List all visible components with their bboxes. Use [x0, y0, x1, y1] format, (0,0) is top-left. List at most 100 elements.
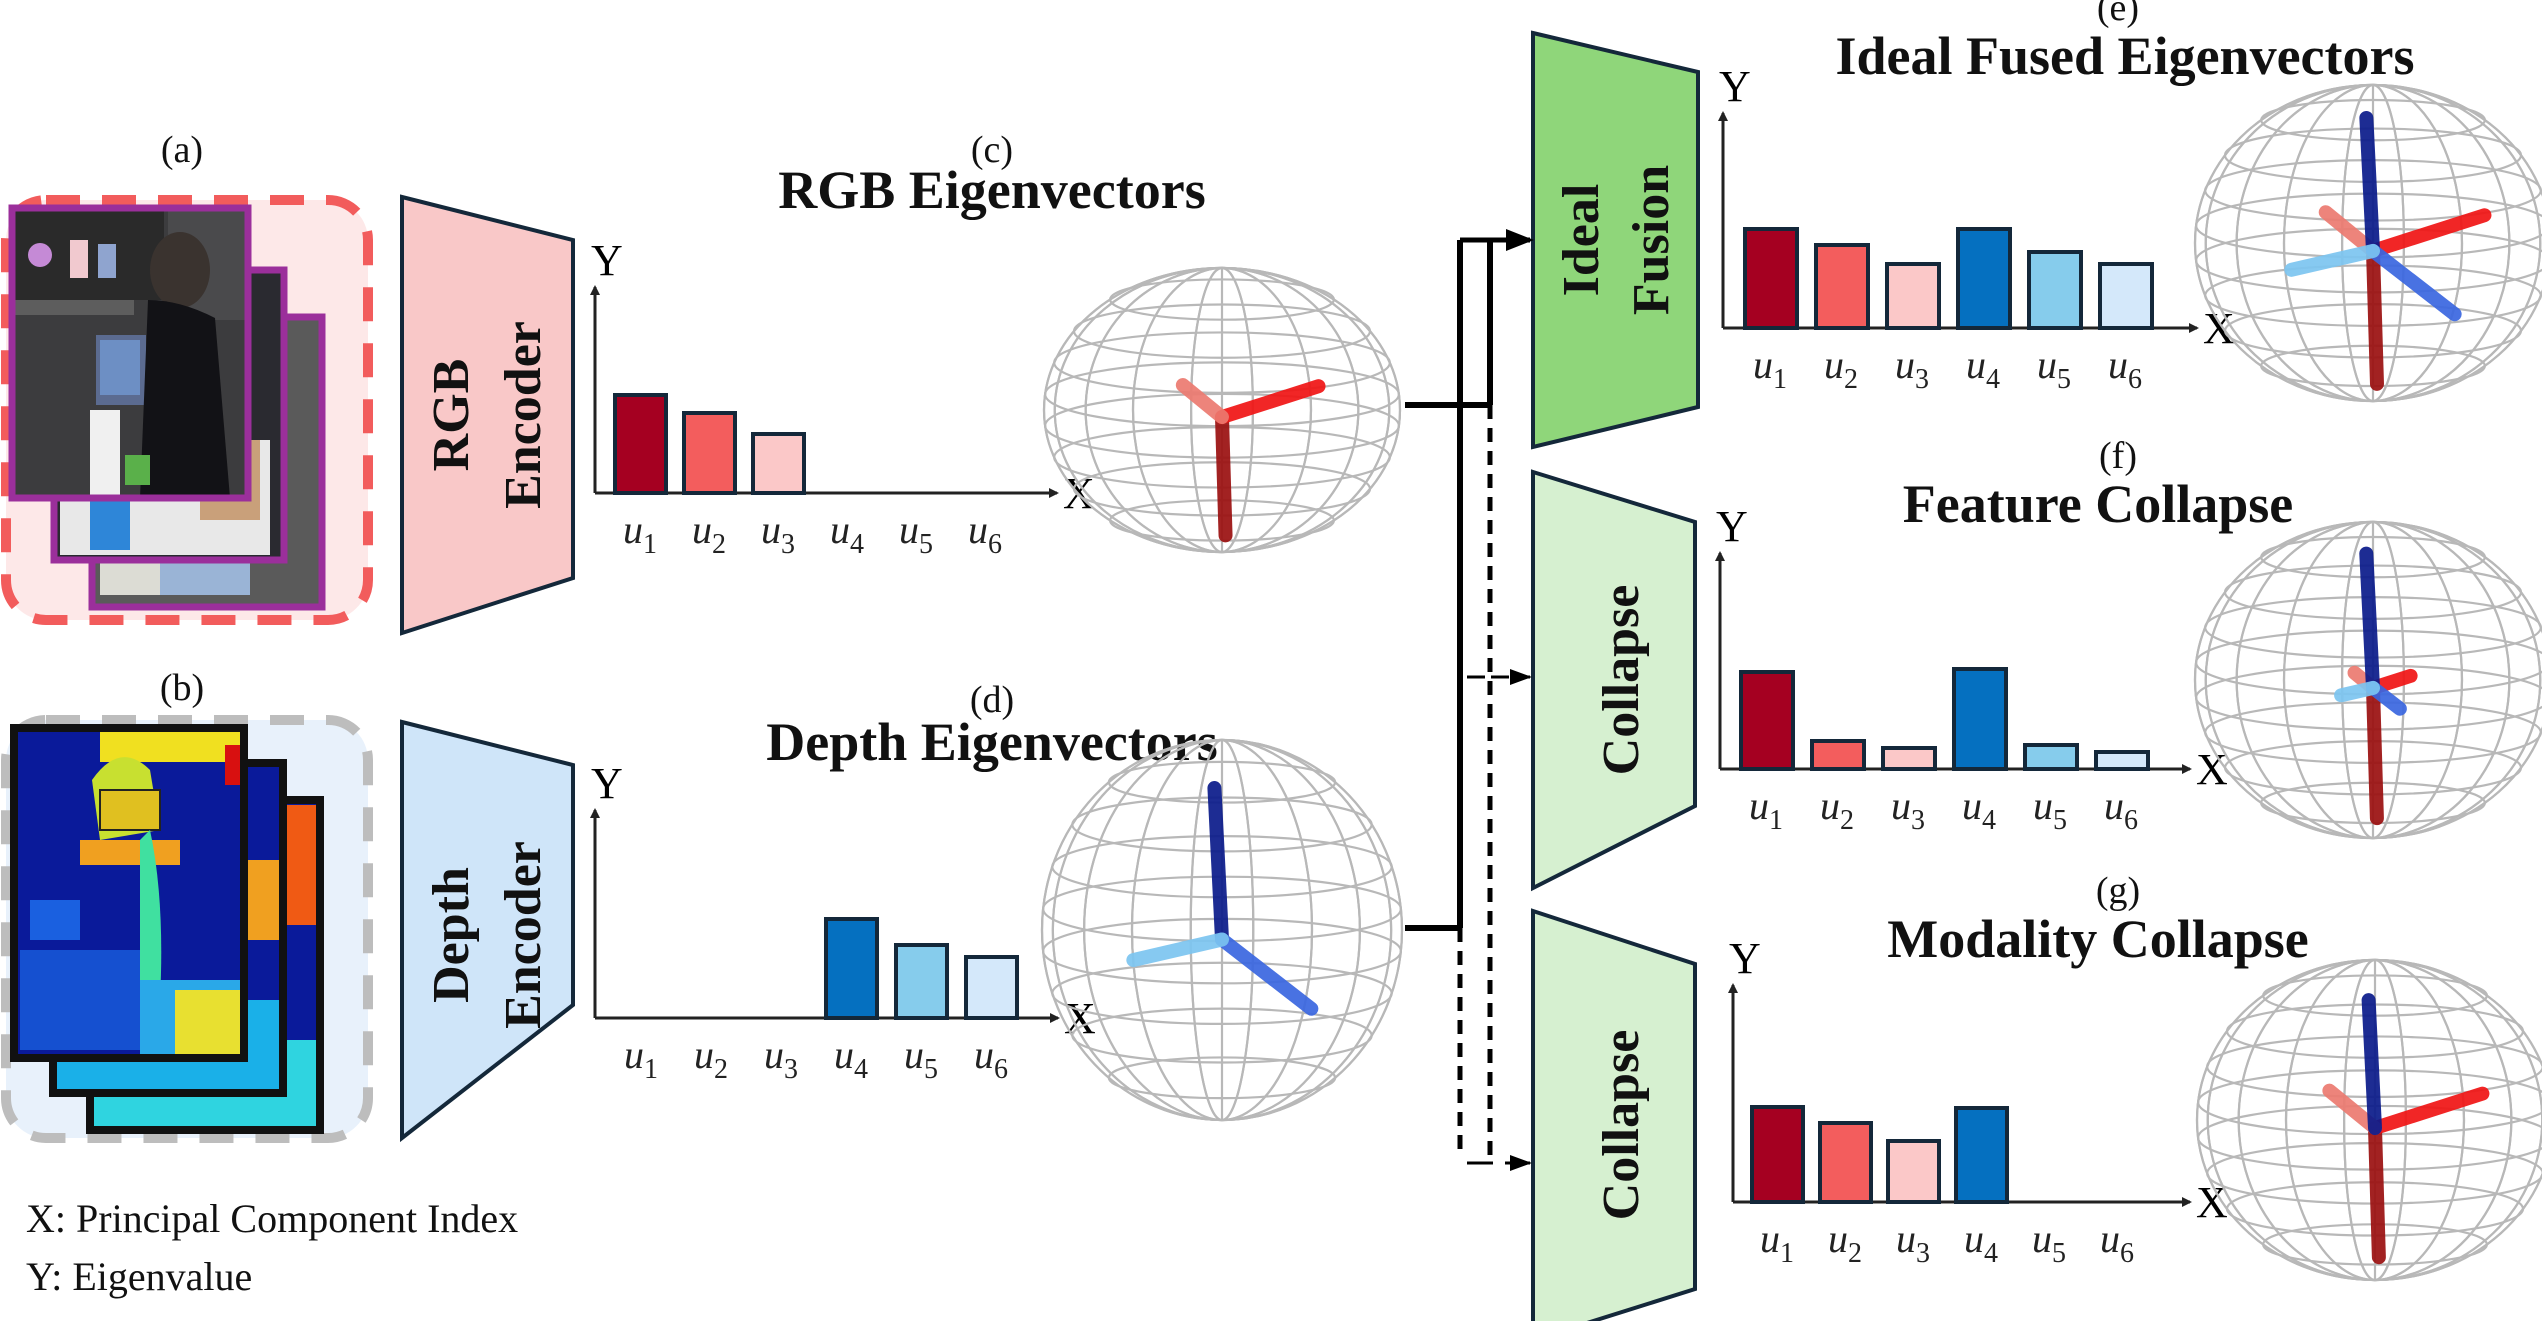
tick-label-u4: u4 [1964, 1216, 1998, 1269]
x-axis-label: X [2196, 745, 2228, 794]
panel-label-c: (c) [971, 129, 1013, 171]
bar-u4 [1954, 1106, 2009, 1204]
panel-label-e: (e) [2097, 0, 2139, 29]
tick-label-u6: u6 [2104, 783, 2138, 836]
tick-label-u3: u3 [1895, 342, 1929, 395]
tick-label-u6: u6 [2108, 342, 2142, 395]
tick-label-u6: u6 [2100, 1216, 2134, 1269]
bar-u5 [2027, 250, 2083, 330]
eigenvector-u6 [2284, 243, 2380, 277]
eigenvector-sphere [2193, 83, 2542, 403]
eigenvector-sphere [1042, 266, 1402, 554]
tick-label-u5: u5 [2033, 783, 2067, 836]
bar-u4 [824, 917, 879, 1020]
rgb-encoder-block: RGB Encoder [400, 194, 575, 636]
tick-label-u1: u1 [623, 507, 657, 560]
eigenvector-u2 [1215, 379, 1326, 425]
tick-label-u3: u3 [1891, 783, 1925, 836]
rgb-frame-1 [8, 204, 252, 502]
ideal-fusion-label-line1: Ideal [1553, 184, 1610, 297]
bar-u5 [894, 943, 949, 1020]
y-axis-label: Y [591, 759, 623, 808]
tick-label-u2: u2 [692, 507, 726, 560]
modality-collapse-block-label: Collapse [1593, 1030, 1650, 1221]
panel-title-g: Modality Collapse [1887, 909, 2309, 969]
bar-u1 [613, 393, 668, 495]
eigenvector-u4 [2361, 993, 2382, 1135]
depth-frame-1 [10, 724, 248, 1062]
panel-label-d: (d) [970, 679, 1014, 721]
feature-collapse-block: Collapse [1531, 469, 1697, 892]
panel-label-g: (g) [2096, 870, 2140, 912]
x-axis-label: X [1064, 994, 1096, 1043]
eigenvector-u4 [1207, 781, 1229, 947]
tick-label-u2: u2 [1820, 783, 1854, 836]
tick-label-u3: u3 [761, 507, 795, 560]
tick-label-u3: u3 [1896, 1216, 1930, 1269]
rgb-encoder-label-line2: Encoder [495, 321, 552, 509]
modality-collapse-block: Collapse [1531, 908, 1697, 1321]
y-axis-label: Y [1729, 934, 1761, 983]
panel-label-b: (b) [160, 667, 204, 709]
bar-u2 [1814, 243, 1870, 330]
eigenvector-u5 [1215, 932, 1319, 1016]
panel-title-f: Feature Collapse [1903, 474, 2293, 534]
tick-label-u1: u1 [624, 1032, 658, 1085]
rgb-input-panel: (a) [1, 129, 373, 625]
ideal-fusion-block: Ideal Fusion [1531, 30, 1700, 450]
eigenvector-u1 [2368, 1121, 2386, 1265]
legend-x-definition: X: Principal Component Index [26, 1196, 518, 1241]
tick-label-u1: u1 [1760, 1216, 1794, 1269]
bar-u3 [751, 432, 806, 495]
feature-collapse-block-label: Collapse [1593, 585, 1650, 776]
legend-y-definition: Y: Eigenvalue [26, 1254, 252, 1299]
panel-title-d: Depth Eigenvectors [766, 712, 1217, 772]
panel-title-c: RGB Eigenvectors [778, 160, 1205, 220]
panel-title-e: Ideal Fused Eigenvectors [1836, 26, 2415, 86]
panel-label-a: (a) [161, 129, 203, 171]
bar-u3 [1886, 1139, 1941, 1204]
eigenvector-sphere [1040, 738, 1404, 1122]
depth-input-panel: (b) [1, 667, 373, 1143]
bar-u4 [1956, 227, 2012, 330]
tick-label-u5: u5 [899, 507, 933, 560]
panel-label-f: (f) [2099, 435, 2137, 477]
bar-u3 [1881, 746, 1937, 771]
eigenvector-u2 [2366, 208, 2492, 258]
eigenvector-sphere [2193, 520, 2542, 840]
eigenvector-u5 [2366, 243, 2462, 322]
eigenvector-u3 [2322, 1083, 2382, 1135]
eigenvector-u4 [2359, 110, 2380, 258]
eigenvector-u1 [1215, 410, 1233, 543]
ideal-fusion-label-line2: Fusion [1623, 165, 1680, 315]
tick-label-u6: u6 [968, 507, 1002, 560]
bar-u1 [1739, 670, 1795, 771]
tick-label-u4: u4 [830, 507, 864, 560]
eigenvector-u1 [2366, 680, 2384, 826]
tick-label-u4: u4 [834, 1032, 868, 1085]
depth-encoder-label-line1: Depth [423, 867, 480, 1003]
eigenvector-u3 [1175, 378, 1229, 425]
bar-u1 [1750, 1105, 1805, 1204]
eigenvector-u4 [2359, 546, 2380, 695]
tick-label-u1: u1 [1753, 342, 1787, 395]
bar-u1 [1743, 227, 1799, 330]
depth-encoder-block: Depth Encoder [400, 719, 575, 1143]
tick-label-u2: u2 [1828, 1216, 1862, 1269]
y-axis-label: Y [591, 236, 623, 285]
eigenvector-u6 [2334, 680, 2380, 703]
bar-u6 [2098, 262, 2154, 330]
bar-u2 [1810, 739, 1866, 771]
tick-label-u5: u5 [904, 1032, 938, 1085]
eigenvector-u1 [2366, 243, 2384, 391]
tick-label-u5: u5 [2032, 1216, 2066, 1269]
eigenvector-u3 [2318, 205, 2380, 258]
tick-label-u2: u2 [694, 1032, 728, 1085]
tick-label-u4: u4 [1962, 783, 1996, 836]
y-axis-label: Y [1716, 502, 1748, 551]
